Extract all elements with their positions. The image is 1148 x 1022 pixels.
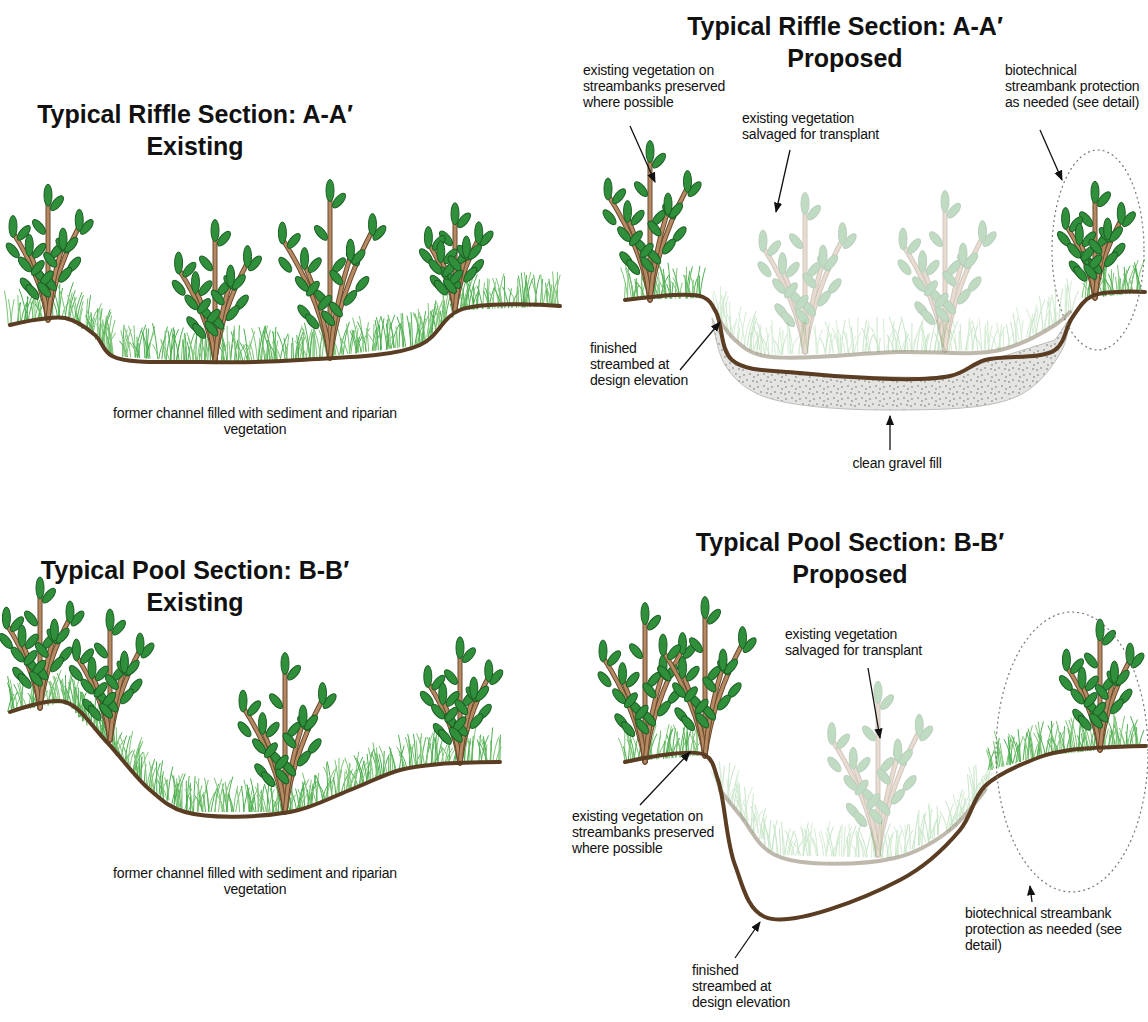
annotation-label: biotechnical streambank protection as ne…: [965, 905, 1125, 953]
leader-line: [889, 416, 890, 450]
section-title: Existing: [20, 588, 370, 617]
annotation-label: clean gravel fill: [832, 455, 962, 471]
annotation-label: biotechnical streambank protection as ne…: [1005, 62, 1140, 110]
annotation-label: finished streambed at design elevation: [590, 340, 690, 388]
ground-line: [10, 701, 500, 817]
shrub: [236, 653, 339, 813]
detail-ellipse: [996, 612, 1148, 892]
shrub: [826, 681, 936, 855]
annotation-label: existing vegetation salvaged for transpl…: [785, 626, 935, 658]
shrub: [756, 193, 859, 353]
grass: [986, 714, 1144, 770]
leader-line: [1030, 886, 1032, 902]
shrub: [1055, 181, 1138, 298]
shrub: [0, 577, 86, 708]
shrub: [601, 141, 704, 301]
section-title: Typical Pool Section: B-B′: [20, 556, 370, 585]
section-title: Typical Pool Section: B-B′: [690, 528, 1010, 557]
annotation-label: finished streambed at design elevation: [692, 962, 802, 1010]
annotation-label: existing vegetation salvaged for transpl…: [742, 110, 892, 142]
shrub: [417, 203, 495, 310]
shrub: [67, 609, 156, 740]
section-title: Typical Riffle Section: A-A′: [680, 12, 1010, 41]
shrub: [170, 220, 264, 361]
leader-line: [868, 668, 880, 738]
shrub: [418, 637, 505, 763]
annotation-label: existing vegetation on streambanks prese…: [572, 808, 722, 856]
leader-line: [735, 922, 760, 958]
shrub: [276, 180, 388, 359]
annotation-label: former channel filled with sediment and …: [95, 865, 415, 897]
shrub: [656, 597, 759, 757]
leader-line: [640, 752, 690, 805]
shrub: [1057, 619, 1146, 750]
ground-line: [718, 312, 1070, 358]
leader-line: [630, 126, 655, 182]
section-title: Proposed: [680, 44, 1010, 73]
ground-line: [625, 292, 1145, 379]
ground-line: [720, 790, 985, 864]
ground-line: [10, 304, 560, 362]
leader-line: [1040, 130, 1062, 180]
leader-line: [776, 150, 790, 212]
annotation-label: former channel filled with sediment and …: [90, 405, 420, 437]
detail-ellipse: [1052, 150, 1144, 350]
section-title: Typical Riffle Section: A-A′: [20, 100, 370, 129]
section-title: Existing: [20, 132, 370, 161]
shrub: [896, 191, 999, 351]
section-title: Proposed: [690, 560, 1010, 589]
shrub: [4, 184, 96, 320]
leader-line: [680, 322, 720, 370]
grass: [8, 670, 502, 812]
grass: [4, 272, 560, 362]
annotation-label: existing vegetation on streambanks prese…: [583, 62, 733, 110]
